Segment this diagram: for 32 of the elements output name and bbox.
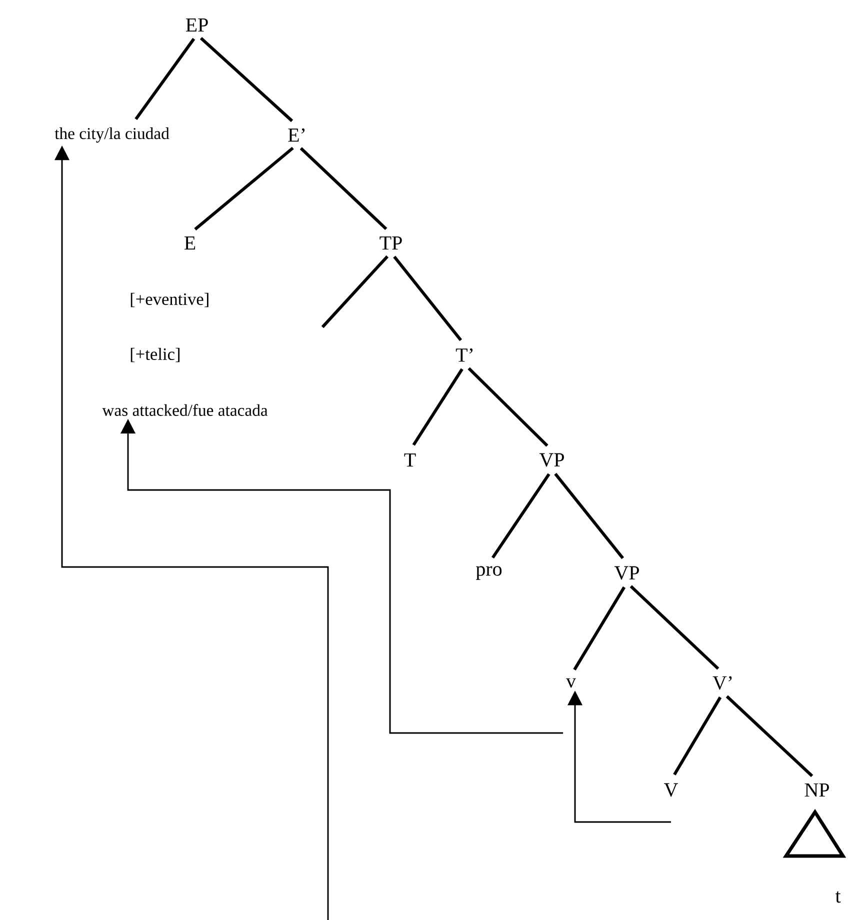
tree-branch bbox=[321, 255, 389, 328]
tree-branch bbox=[200, 36, 294, 122]
word-label: pro bbox=[476, 566, 502, 580]
tree-branch bbox=[300, 147, 388, 230]
tree-branch bbox=[194, 146, 294, 230]
tree-branch bbox=[393, 256, 462, 342]
category-label: VP bbox=[539, 453, 564, 467]
category-label: T bbox=[404, 453, 416, 467]
category-label: V bbox=[664, 783, 678, 797]
tree-branch bbox=[491, 473, 550, 559]
category-label: V’ bbox=[712, 676, 732, 690]
tree-branch bbox=[573, 586, 626, 670]
category-label: T’ bbox=[456, 348, 472, 362]
category-label: E’ bbox=[288, 128, 304, 142]
word-label: the city/la ciudad bbox=[54, 127, 170, 143]
category-label: v bbox=[566, 678, 576, 688]
trace-label: t bbox=[835, 891, 841, 903]
tree-branch bbox=[412, 368, 464, 446]
tree-branch bbox=[554, 472, 624, 560]
category-label: VP bbox=[614, 566, 639, 580]
tree-branch bbox=[726, 695, 814, 778]
word-label: was attacked/fue atacada bbox=[102, 404, 268, 416]
feature-label: [+eventive] bbox=[130, 292, 208, 308]
tree-branch bbox=[673, 696, 722, 776]
category-label: NP bbox=[804, 783, 829, 797]
tree-branch bbox=[134, 38, 196, 120]
tree-branch bbox=[630, 585, 720, 670]
feature-label: [+telic] bbox=[130, 348, 180, 362]
tree-branch bbox=[468, 367, 548, 447]
category-label: EP bbox=[186, 18, 208, 32]
category-label: TP bbox=[380, 236, 402, 250]
category-label: E bbox=[184, 236, 196, 250]
